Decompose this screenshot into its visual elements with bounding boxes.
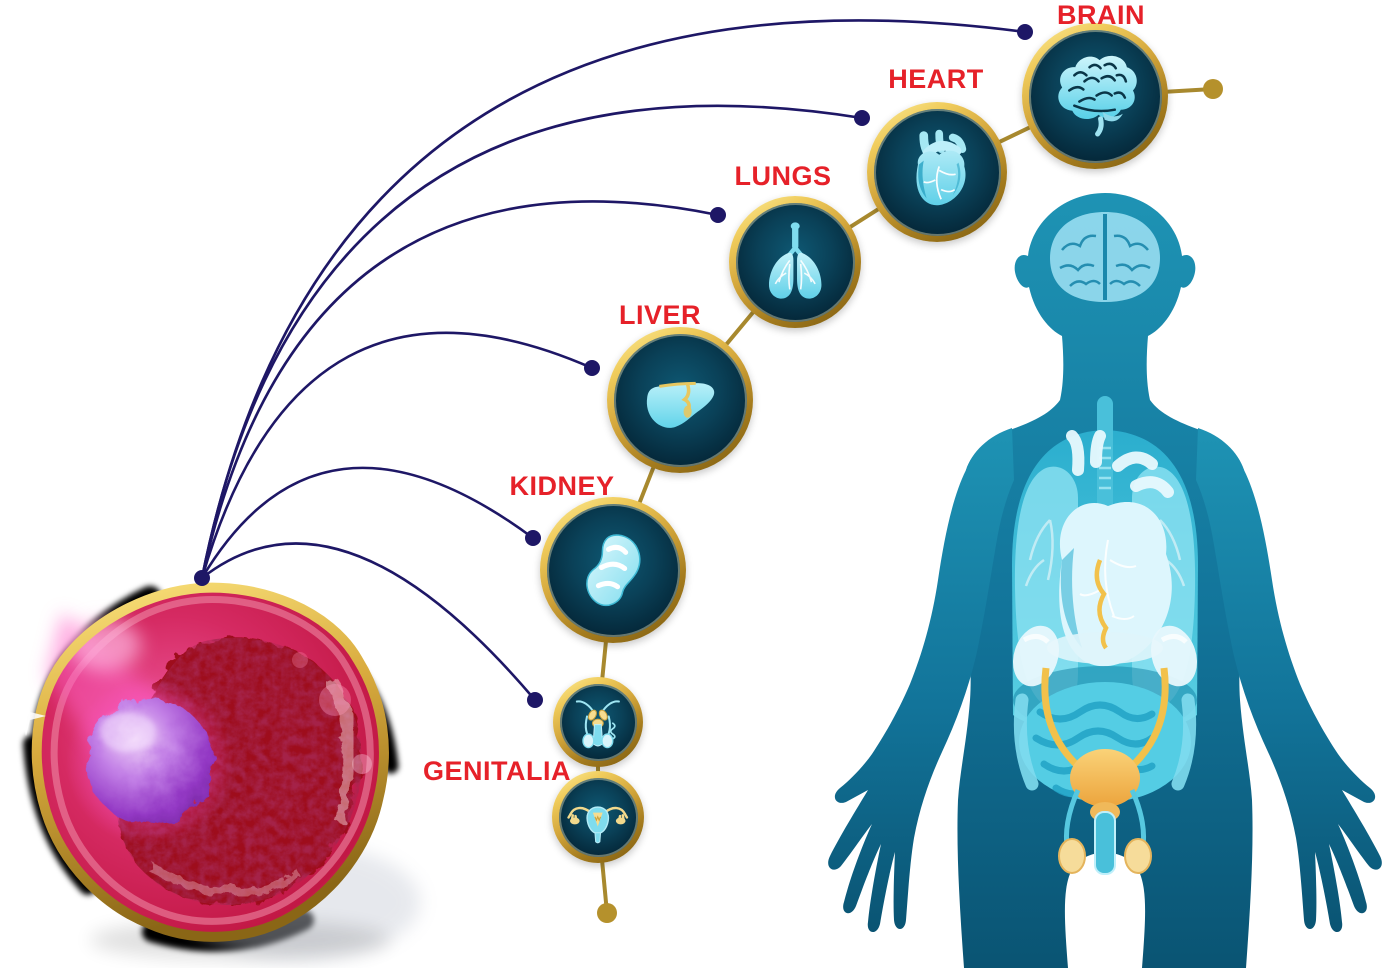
kidney-icon — [586, 534, 641, 607]
genitalia-male-medallion-face — [559, 683, 637, 761]
sparkle — [6, 696, 46, 736]
gold-endpoint-top — [1203, 79, 1223, 99]
cell-nucleolus — [87, 699, 213, 825]
stem-cell-illustration — [6, 582, 420, 960]
body-male-reproductive — [1058, 788, 1152, 875]
cell-gold-ring — [31, 582, 389, 942]
genitalia-female-medallion — [552, 771, 644, 863]
male-reproductive-icon — [575, 700, 621, 749]
heart-medallion — [867, 102, 1007, 242]
kidney-medallion-face — [546, 503, 680, 637]
human-body-silhouette — [828, 193, 1382, 968]
brain-medallion — [1022, 23, 1168, 169]
kidney-label: KIDNEY — [509, 471, 615, 501]
lungs-label: LUNGS — [734, 161, 832, 191]
kidney-medallion — [540, 497, 686, 643]
liver-medallion — [607, 327, 753, 473]
brain-label: BRAIN — [1057, 0, 1145, 30]
female-reproductive-icon — [567, 806, 629, 844]
liver-label: LIVER — [618, 300, 702, 330]
genitalia-label: GENITALIA — [423, 756, 571, 786]
left-arm — [828, 428, 1014, 933]
lungs-icon — [768, 222, 822, 299]
lungs-medallion — [729, 196, 861, 328]
liver-icon — [647, 382, 715, 429]
connector-fan — [200, 19, 1026, 701]
connector-dots — [194, 24, 1033, 708]
brain-icon — [1058, 56, 1138, 137]
body-urinary — [1041, 559, 1169, 807]
heart-label: HEART — [888, 64, 984, 94]
connector-to-kidney — [200, 466, 534, 579]
brain-medallion-face — [1028, 29, 1162, 163]
lungs-medallion-face — [735, 202, 855, 322]
heart-icon — [916, 129, 966, 205]
liver-medallion-face — [613, 333, 747, 467]
genitalia-female-medallion-face — [558, 777, 638, 857]
connector-to-heart — [200, 104, 863, 579]
connector-to-genitalia — [201, 542, 536, 701]
body-heart — [1059, 430, 1174, 667]
body-trachea — [1097, 396, 1113, 532]
genitalia-male-medallion — [553, 677, 643, 767]
heart-medallion-face — [873, 108, 1001, 236]
gold-endpoint-bottom — [597, 903, 617, 923]
right-arm — [1196, 428, 1382, 933]
connector-to-liver — [200, 331, 593, 579]
connector-to-lungs — [200, 200, 719, 579]
body-brain — [1050, 212, 1160, 302]
